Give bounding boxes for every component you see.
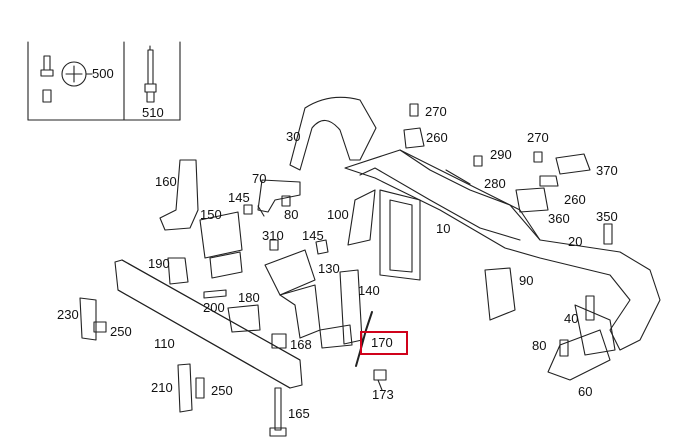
callout-260: 260: [426, 130, 448, 145]
callout-160: 160: [155, 174, 177, 189]
highlight-box: [360, 331, 408, 355]
callout-145: 145: [228, 190, 250, 205]
callout-80: 80: [532, 338, 547, 353]
callout-350: 350: [596, 209, 618, 224]
callout-30: 30: [286, 129, 301, 144]
callout-510: 510: [142, 105, 164, 120]
callout-100: 100: [327, 207, 349, 222]
callout-140: 140: [358, 283, 380, 298]
callout-270: 270: [425, 104, 447, 119]
callout-210: 210: [151, 380, 173, 395]
stud-510-icon: [144, 45, 157, 103]
callout-190: 190: [148, 256, 170, 271]
callout-110: 110: [154, 336, 175, 351]
callout-500: 500: [92, 66, 114, 81]
callout-260: 260: [564, 192, 586, 207]
callout-168: 168: [290, 337, 312, 352]
callout-70: 70: [252, 171, 267, 186]
callout-60: 60: [578, 384, 593, 399]
callout-40: 40: [564, 311, 579, 326]
callout-290: 290: [490, 147, 512, 162]
callout-80: 80: [284, 207, 299, 222]
strap-170: [355, 311, 373, 367]
callout-250: 250: [211, 383, 233, 398]
fasteners: [93, 103, 613, 437]
callout-200: 200: [203, 300, 225, 315]
callout-370: 370: [596, 163, 618, 178]
callout-20: 20: [568, 234, 583, 249]
front-carrier-frame: [289, 96, 661, 381]
fastener-inset: [27, 41, 181, 121]
callout-90: 90: [519, 273, 534, 288]
callout-145: 145: [302, 228, 324, 243]
callout-170: 170: [371, 335, 393, 350]
callout-150: 150: [200, 207, 222, 222]
bolt-500-icon: [40, 55, 93, 103]
callout-165: 165: [288, 406, 310, 421]
callout-360: 360: [548, 211, 570, 226]
callout-280: 280: [484, 176, 506, 191]
callout-310: 310: [262, 228, 284, 243]
callout-180: 180: [238, 290, 260, 305]
callout-130: 130: [318, 261, 340, 276]
bracket-210: [177, 363, 193, 413]
left-brackets: [79, 159, 363, 349]
bumper-beam-110: [114, 259, 303, 389]
callout-270: 270: [527, 130, 549, 145]
callout-250: 250: [110, 324, 132, 339]
callout-230: 230: [57, 307, 79, 322]
callout-10: 10: [436, 221, 451, 236]
callout-173: 173: [372, 387, 394, 402]
